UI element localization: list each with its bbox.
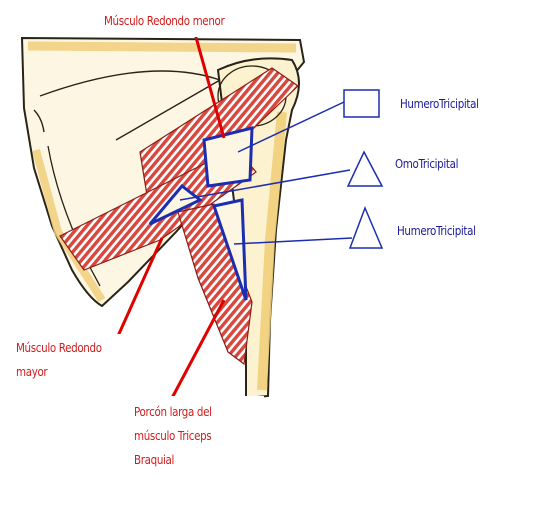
- legend-label-omotricipital: OmoTricipital: [395, 157, 459, 171]
- label-box-teres-major: [7, 334, 133, 386]
- blue-pointer-lines: [179, 101, 353, 245]
- label-box-triceps: [128, 396, 264, 474]
- triangular-space: [148, 183, 203, 226]
- label-triceps-line-1: Porcón larga del: [134, 405, 212, 419]
- label-triceps-line-2: músculo Triceps: [134, 429, 212, 443]
- legend-label-humerotricipital-square: HumeroTricipital: [400, 97, 479, 111]
- legend-triangle-icon-2: [348, 205, 384, 249]
- quadrangular-space: [202, 126, 254, 188]
- label-teres-minor: Músculo Redondo menor: [104, 14, 225, 28]
- red-pointer-lines: [116, 29, 226, 399]
- label-teres-major-line-1: Músculo Redondo: [16, 341, 102, 355]
- label-triceps-line-3: Braquial: [134, 453, 175, 467]
- triangular-interval: [212, 198, 248, 301]
- legend-label-humerotricipital-triangle: HumeroTricipital: [397, 224, 476, 238]
- label-teres-major-line-2: mayor: [16, 365, 48, 379]
- label-box-teres-minor: [96, 7, 306, 37]
- triceps-long-head-muscle: [177, 203, 253, 366]
- legend-square-icon: [343, 89, 380, 118]
- legend-triangle-icon-1: [346, 150, 384, 187]
